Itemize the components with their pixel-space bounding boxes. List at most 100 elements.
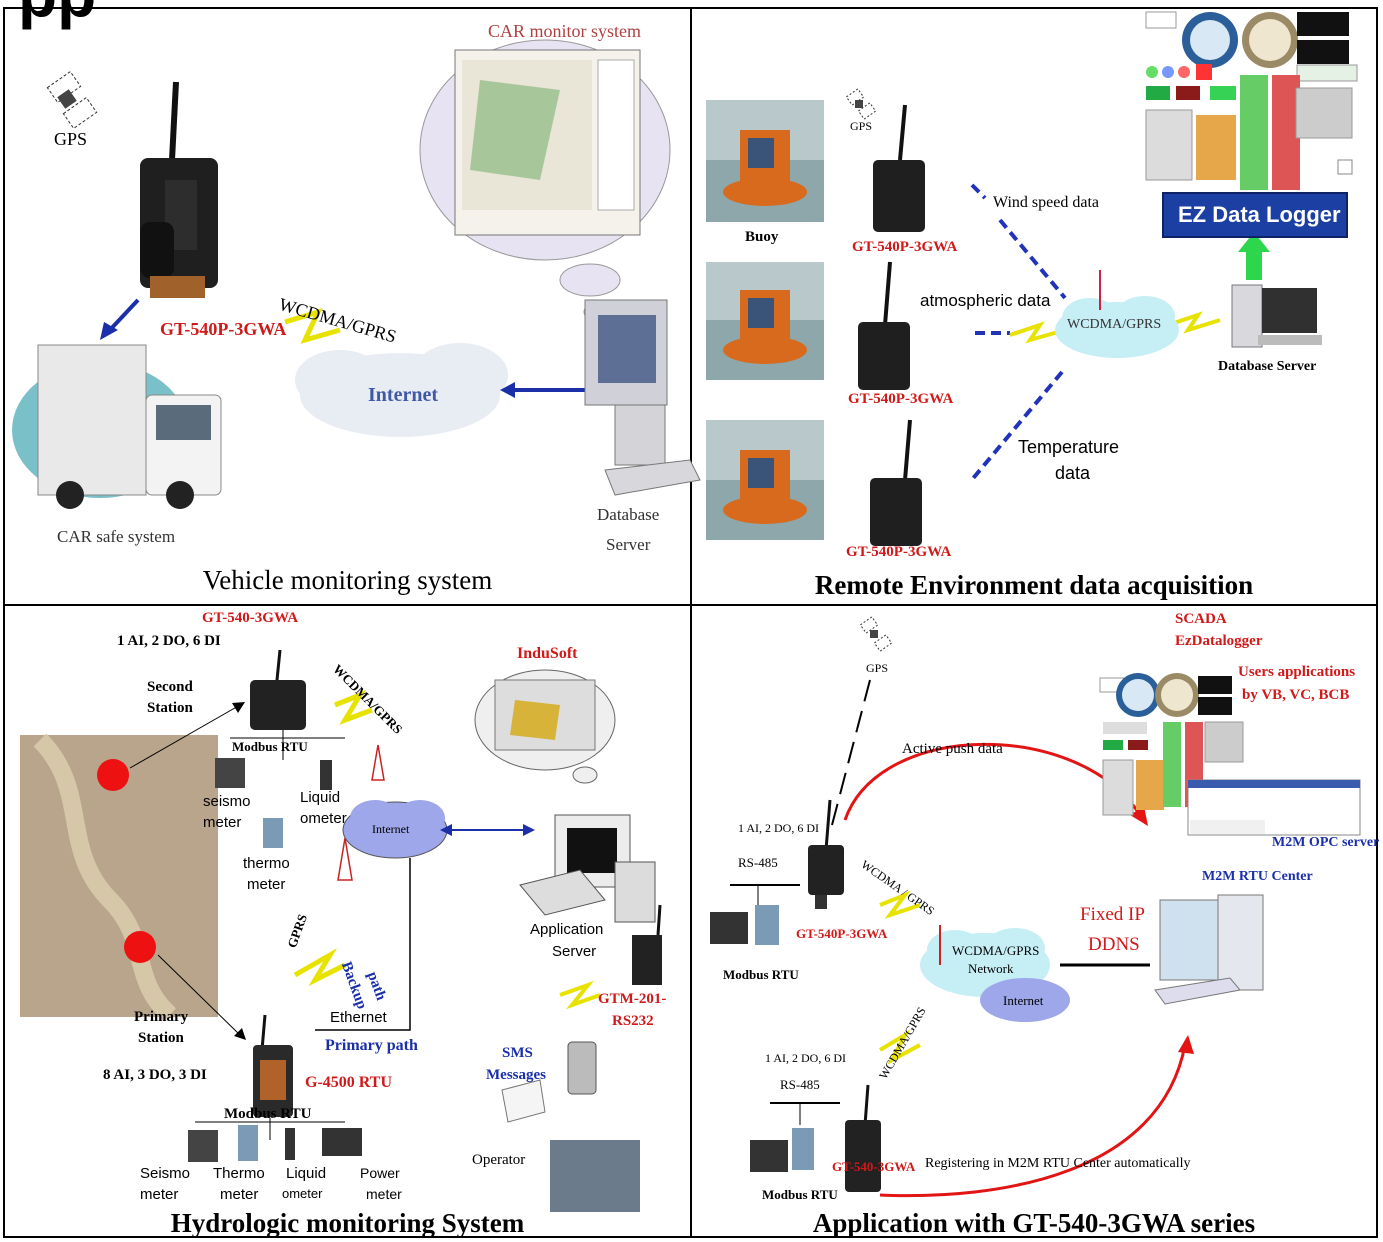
vehicle-car-label: CAR safe system (57, 527, 176, 546)
hydro-modbus-bottom: Modbus RTU (224, 1106, 312, 1122)
app-users-2: by VB, VC, BCB (1242, 687, 1350, 703)
env-gps-label: GPS (850, 119, 873, 133)
env-device-3 (870, 419, 922, 546)
app-network-2: Network (968, 961, 1014, 976)
hydro-second-1: Second (147, 679, 193, 695)
hydro-primary-1: Primary (134, 1009, 189, 1025)
ez-data-logger-collage (1145, 11, 1358, 238)
river-aerial-image (20, 733, 218, 1022)
hydro-device-top-label: GT-540-3GWA (202, 610, 299, 626)
hydro-sms-2: Messages (486, 1067, 546, 1083)
hydro-rtu: G-4500 RTU (305, 1074, 392, 1091)
hydro-liquid-1: Liquid (300, 789, 341, 806)
indusoft-cloud (474, 669, 616, 784)
hydro-b-thermo-2: meter (220, 1186, 259, 1203)
env-buoy-label: Buoy (745, 229, 779, 245)
env-temp-label-2: data (1055, 463, 1091, 483)
hydro-seismo-2: meter (203, 814, 242, 831)
env-temp-label-1: Temperature (1018, 437, 1120, 457)
hydro-b-seismo-1: Seismo (140, 1165, 191, 1182)
app-scada-collage (1099, 673, 1244, 816)
vehicle-device-label: GT-540P-3GWA (160, 319, 287, 339)
app-io-top: 1 AI, 2 DO, 6 DI (738, 821, 819, 835)
vehicle-gps-label: GPS (54, 129, 88, 149)
gtm-modem-icon (632, 904, 662, 985)
app-scada-2: EzDatalogger (1175, 633, 1263, 649)
app-scada-1: SCADA (1175, 611, 1227, 627)
app-m2m-rtu: M2M RTU Center (1202, 869, 1313, 884)
hydro-liquid-2: ometer (300, 810, 347, 827)
vehicle-cloud-title: CAR monitor system (488, 21, 642, 41)
buoy-image-3 (706, 420, 824, 540)
frame-right (1376, 7, 1378, 1238)
application-server-icon (519, 814, 656, 923)
hydro-thermo-2: meter (247, 876, 286, 893)
env-gps-icon (845, 88, 877, 120)
hydro-ethernet: Ethernet (330, 1009, 387, 1026)
hydro-operator: Operator (472, 1152, 526, 1168)
env-logger-label: EZ Data Logger (1178, 202, 1341, 227)
database-server-icon (584, 299, 701, 496)
env-database-server (1231, 284, 1322, 348)
env-wind-label: Wind speed data (993, 194, 1099, 211)
app-internet: Internet (1003, 993, 1044, 1008)
frame-bottom (3, 1236, 1378, 1238)
app-modbus-top: Modbus RTU (723, 967, 799, 982)
vehicle-db-label-2: Server (606, 535, 651, 554)
app-active-push: Active push data (902, 741, 1003, 757)
app-ddns: DDNS (1088, 934, 1140, 955)
app-gps-icon (859, 616, 893, 652)
env-network-cloud (1055, 270, 1179, 358)
env-caption: Remote Environment data acquisition (814, 570, 1254, 600)
app-fixed-ip: Fixed IP (1080, 904, 1145, 925)
hydro-primary-2: Station (138, 1030, 184, 1046)
env-network-label: WCDMA/GPRS (1067, 317, 1162, 332)
page-heading: pp (18, 0, 96, 26)
hydro-internet-cloud (342, 800, 448, 859)
hydro-io-top: 1 AI, 2 DO, 6 DI (117, 633, 221, 649)
env-db-label: Database Server (1218, 359, 1317, 374)
app-users-1: Users applications (1238, 664, 1356, 680)
hydro-io-bottom: 8 AI, 3 DO, 3 DI (103, 1067, 207, 1083)
hydro-device-bottom (253, 1014, 293, 1117)
frame-middle (690, 7, 692, 1238)
hydro-b-liquid-1: Liquid (286, 1165, 327, 1182)
env-device-label-3: GT-540P-3GWA (846, 544, 952, 560)
hydro-b-thermo-1: Thermo (213, 1165, 265, 1182)
hydro-indusoft: InduSoft (517, 645, 578, 662)
hydro-b-power-1: Power (360, 1165, 400, 1181)
app-device-bottom (845, 1084, 881, 1192)
hydro-thermo-1: thermo (243, 855, 290, 872)
vehicle-internet-label: Internet (368, 384, 438, 406)
app-registering: Registering in M2M RTU Center automatica… (925, 1156, 1191, 1171)
app-m2m-opc: M2M OPC server (1272, 835, 1380, 850)
hydro-device-top (250, 649, 306, 730)
env-device-1 (873, 104, 925, 232)
vehicle-caption: Vehicle monitoring system (202, 565, 493, 595)
hydro-second-2: Station (147, 700, 193, 716)
hydro-internet: Internet (372, 822, 410, 836)
env-device-2 (858, 261, 910, 390)
app-rs485-bottom: RS-485 (780, 1077, 820, 1092)
env-device-label-1: GT-540P-3GWA (852, 239, 958, 255)
hydro-seismo-1: seismo (203, 793, 251, 810)
app-device-top (808, 799, 844, 909)
app-gps-label: GPS (866, 661, 889, 675)
env-device-label-2: GT-540P-3GWA (848, 391, 954, 407)
internet-cloud (295, 343, 508, 437)
gt540-device-icon (140, 81, 218, 298)
buoy-image-1 (706, 100, 824, 222)
app-network-1: WCDMA/GPRS (952, 943, 1040, 958)
hydro-b-seismo-2: meter (140, 1186, 179, 1203)
hydro-primary-path: Primary path (325, 1037, 418, 1054)
app-device-bottom-label: GT-540-3GWA (832, 1159, 916, 1174)
gps-satellite-icon (46, 70, 98, 130)
vehicle-db-label-1: Database (597, 505, 660, 524)
m2m-rtu-server-icon (1154, 894, 1264, 1005)
app-rs485-top: RS-485 (738, 855, 778, 870)
hydro-gtm-1: GTM-201- (598, 991, 667, 1007)
frame-left (3, 7, 5, 1238)
